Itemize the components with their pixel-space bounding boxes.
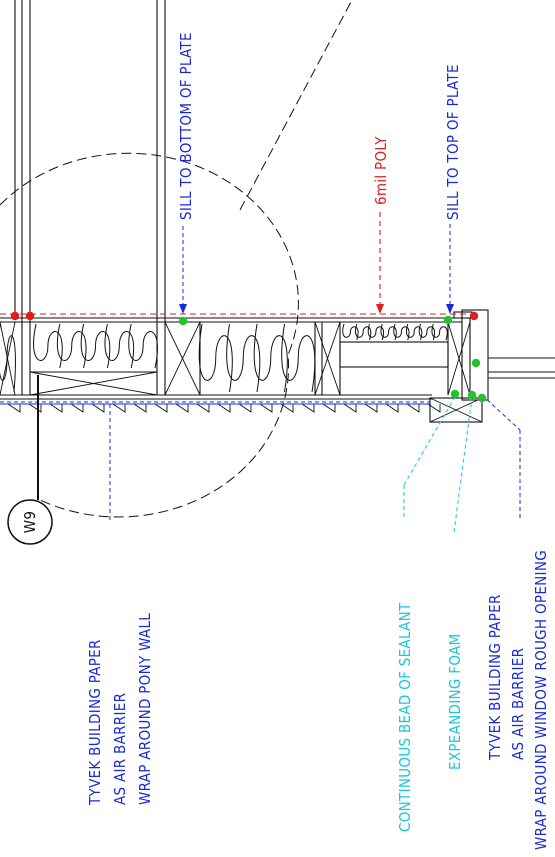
green-marker-dot [178, 316, 188, 326]
sealant-label: CONTINUOUS BEAD OF SEALANT [396, 602, 414, 832]
tyvek-pony-line-3: WRAP AROUND PONY WALL [136, 613, 154, 805]
marker-dots [10, 311, 487, 403]
tyvek-pony-line-2: AS AIR BARRIER [111, 693, 129, 805]
tyvek-window-line-2: AS AIR BARRIER [509, 648, 527, 760]
red-marker-dot [10, 311, 20, 321]
green-marker-dot [450, 389, 460, 399]
foam-label: EXPEANDING FOAM [446, 634, 464, 770]
poly-vapour-barrier [0, 212, 470, 315]
tyvek-window-line-1: TYVEK BUILDING PAPER [486, 594, 504, 761]
green-marker-dot [467, 390, 477, 400]
w9-callout: W9 [7, 375, 53, 545]
poly-label: 6mil POLY [372, 136, 390, 205]
tyvek-pony-wall-label: TYVEK BUILDING PAPER AS AIR BARRIER WRAP… [86, 613, 154, 806]
green-marker-dot [443, 315, 453, 325]
red-marker-dot [469, 311, 479, 321]
sill-to-top-label: SILL TO TOP OF PLATE [444, 64, 462, 220]
tyvek-window-line-3: WRAP AROUND WINDOW ROUGH OPENING [532, 550, 550, 850]
green-marker-dot [471, 358, 481, 368]
red-marker-dot [25, 311, 35, 321]
sill-to-bottom-label: SILL TO BOTTOM OF PLATE [177, 32, 195, 220]
lap-siding [7, 403, 441, 413]
tyvek-pony-line-1: TYVEK BUILDING PAPER [86, 639, 104, 806]
batt-insulation [0, 323, 448, 393]
detail-circle [0, 0, 353, 518]
w9-tag-text: W9 [21, 511, 39, 534]
tyvek-window-label: TYVEK BUILDING PAPER AS AIR BARRIER WRAP… [486, 550, 550, 850]
sealant-foam-leaders [403, 396, 473, 533]
green-marker-dot [477, 393, 487, 403]
wall-framing [0, 0, 555, 423]
blocking-crosses [0, 321, 483, 423]
tyvek-air-barrier [0, 224, 521, 520]
